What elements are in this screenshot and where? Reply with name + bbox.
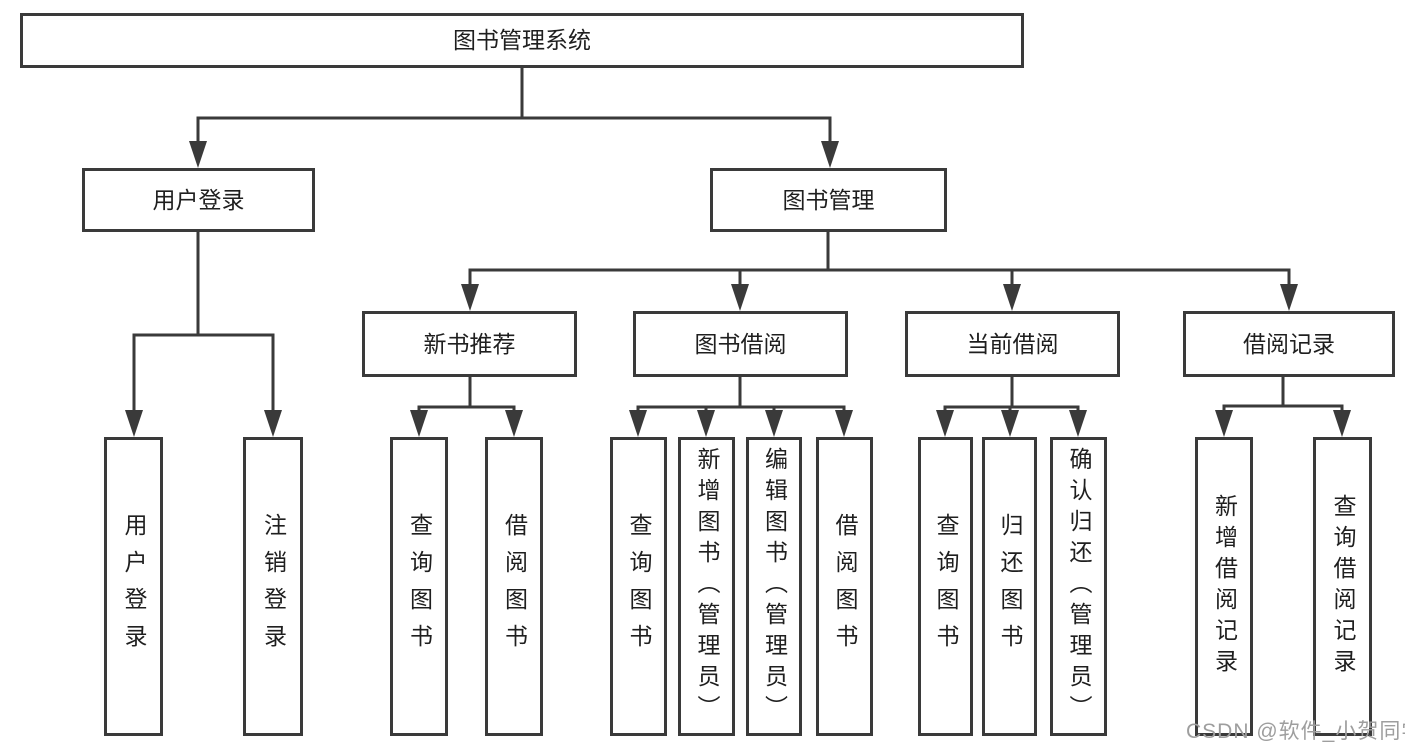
node-label-borrow-records: 借阅记录 — [1243, 330, 1335, 357]
node-leaf-query-record: 查询借阅记录 — [1313, 437, 1372, 736]
arrowhead-icon — [1001, 410, 1019, 437]
node-book-borrow: 图书借阅 — [633, 311, 848, 377]
arrowhead-icon — [1069, 410, 1087, 437]
node-borrow-records: 借阅记录 — [1183, 311, 1395, 377]
node-label-root: 图书管理系统 — [453, 27, 591, 53]
node-root: 图书管理系统 — [20, 13, 1024, 68]
node-label-book-mgmt: 图书管理 — [782, 186, 875, 213]
node-label-leaf-query-record: 查询借阅记录 — [1330, 493, 1356, 680]
arrowhead-icon — [505, 410, 523, 437]
arrowhead-icon — [461, 284, 479, 311]
node-label-new-book-rec: 新书推荐 — [423, 330, 516, 357]
arrowhead-icon — [697, 410, 715, 437]
arrowhead-icon — [1003, 284, 1021, 311]
node-label-leaf-query-book-2: 查询图书 — [626, 512, 652, 661]
node-leaf-query-book-3: 查询图书 — [918, 437, 973, 736]
node-leaf-add-record: 新增借阅记录 — [1195, 437, 1253, 736]
node-label-leaf-add-record: 新增借阅记录 — [1211, 493, 1238, 680]
node-label-leaf-borrow-book-1: 借阅图书 — [501, 512, 528, 661]
arrowhead-icon — [189, 141, 207, 168]
arrowhead-icon — [821, 141, 839, 168]
node-leaf-edit-book: 编辑图书（管理员） — [746, 437, 802, 736]
node-label-book-borrow: 图书借阅 — [694, 330, 787, 357]
node-leaf-confirm-return: 确认归还（管理员） — [1050, 437, 1107, 736]
node-book-mgmt: 图书管理 — [710, 168, 947, 232]
node-leaf-borrow-book-1: 借阅图书 — [485, 437, 543, 736]
node-leaf-logout: 注销登录 — [243, 437, 303, 736]
arrowhead-icon — [1215, 410, 1233, 437]
node-leaf-query-book-1: 查询图书 — [390, 437, 448, 736]
arrowhead-icon — [264, 410, 282, 437]
node-label-leaf-borrow-book-2: 借阅图书 — [832, 512, 858, 661]
node-label-user-login: 用户登录 — [152, 186, 245, 213]
node-label-leaf-logout: 注销登录 — [260, 512, 287, 661]
node-label-leaf-edit-book: 编辑图书（管理员） — [761, 447, 788, 726]
node-leaf-borrow-book-2: 借阅图书 — [816, 437, 873, 736]
arrowhead-icon — [835, 410, 853, 437]
node-label-leaf-return-book: 归还图书 — [997, 512, 1023, 661]
arrowhead-icon — [125, 410, 143, 437]
arrowhead-icon — [1333, 410, 1351, 437]
node-leaf-return-book: 归还图书 — [982, 437, 1037, 736]
node-current-borrow: 当前借阅 — [905, 311, 1120, 377]
node-leaf-query-book-2: 查询图书 — [610, 437, 667, 736]
node-label-leaf-user-login: 用户登录 — [121, 512, 147, 661]
node-user-login: 用户登录 — [82, 168, 315, 232]
arrowhead-icon — [410, 410, 428, 437]
node-new-book-rec: 新书推荐 — [362, 311, 577, 377]
node-leaf-user-login: 用户登录 — [104, 437, 163, 736]
arrowhead-icon — [765, 410, 783, 437]
arrowhead-icon — [629, 410, 647, 437]
node-label-leaf-confirm-return: 确认归还（管理员） — [1066, 447, 1092, 726]
node-label-leaf-add-book: 新增图书（管理员） — [694, 447, 720, 726]
node-label-leaf-query-book-1: 查询图书 — [406, 512, 433, 661]
node-label-current-borrow: 当前借阅 — [966, 330, 1059, 357]
arrowhead-icon — [731, 284, 749, 311]
node-leaf-add-book: 新增图书（管理员） — [678, 437, 735, 736]
arrowhead-icon — [936, 410, 954, 437]
arrowhead-icon — [1280, 284, 1298, 311]
node-label-leaf-query-book-3: 查询图书 — [933, 512, 959, 661]
watermark-text: CSDN @软件_小贺同学 — [1186, 720, 1405, 743]
